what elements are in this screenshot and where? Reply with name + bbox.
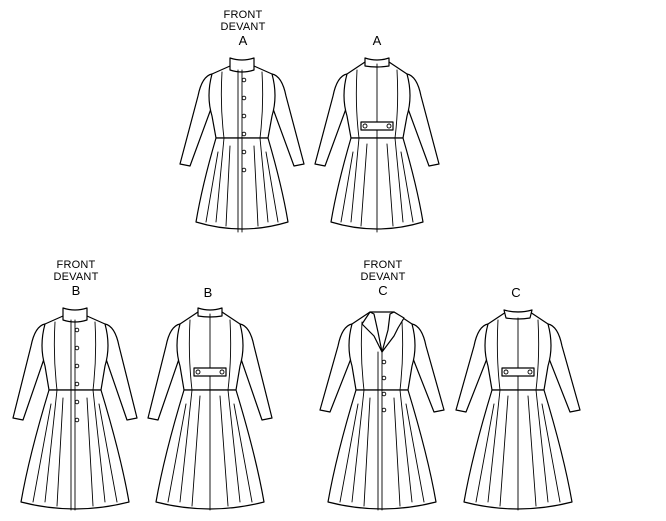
label-b-back: B [186,285,230,301]
label-front: FRONT [56,259,96,271]
label-letter: A [238,33,248,48]
coat-b-back-drawing [147,307,273,511]
label-front: FRONT [363,259,403,271]
label-a-back: A [355,33,399,49]
coat-c-back-drawing [455,309,581,511]
label-front: FRONT [223,9,263,21]
coat-a-back-drawing [314,57,440,233]
label-a-front: FRONT DEVANT A [200,9,286,49]
coat-b-front-drawing [12,307,138,511]
label-letter: C [511,285,521,300]
label-b-front: FRONT DEVANT B [33,259,119,299]
coat-c-front-drawing [319,311,445,511]
label-c-front: FRONT DEVANT C [340,259,426,299]
label-devant: DEVANT [220,21,266,33]
label-letter: B [71,283,81,298]
label-letter: C [378,283,388,298]
label-devant: DEVANT [360,271,406,283]
coat-a-front-drawing [179,57,305,233]
label-letter: B [203,285,213,300]
label-letter: A [372,33,382,48]
label-devant: DEVANT [53,271,99,283]
label-c-back: C [494,285,538,301]
